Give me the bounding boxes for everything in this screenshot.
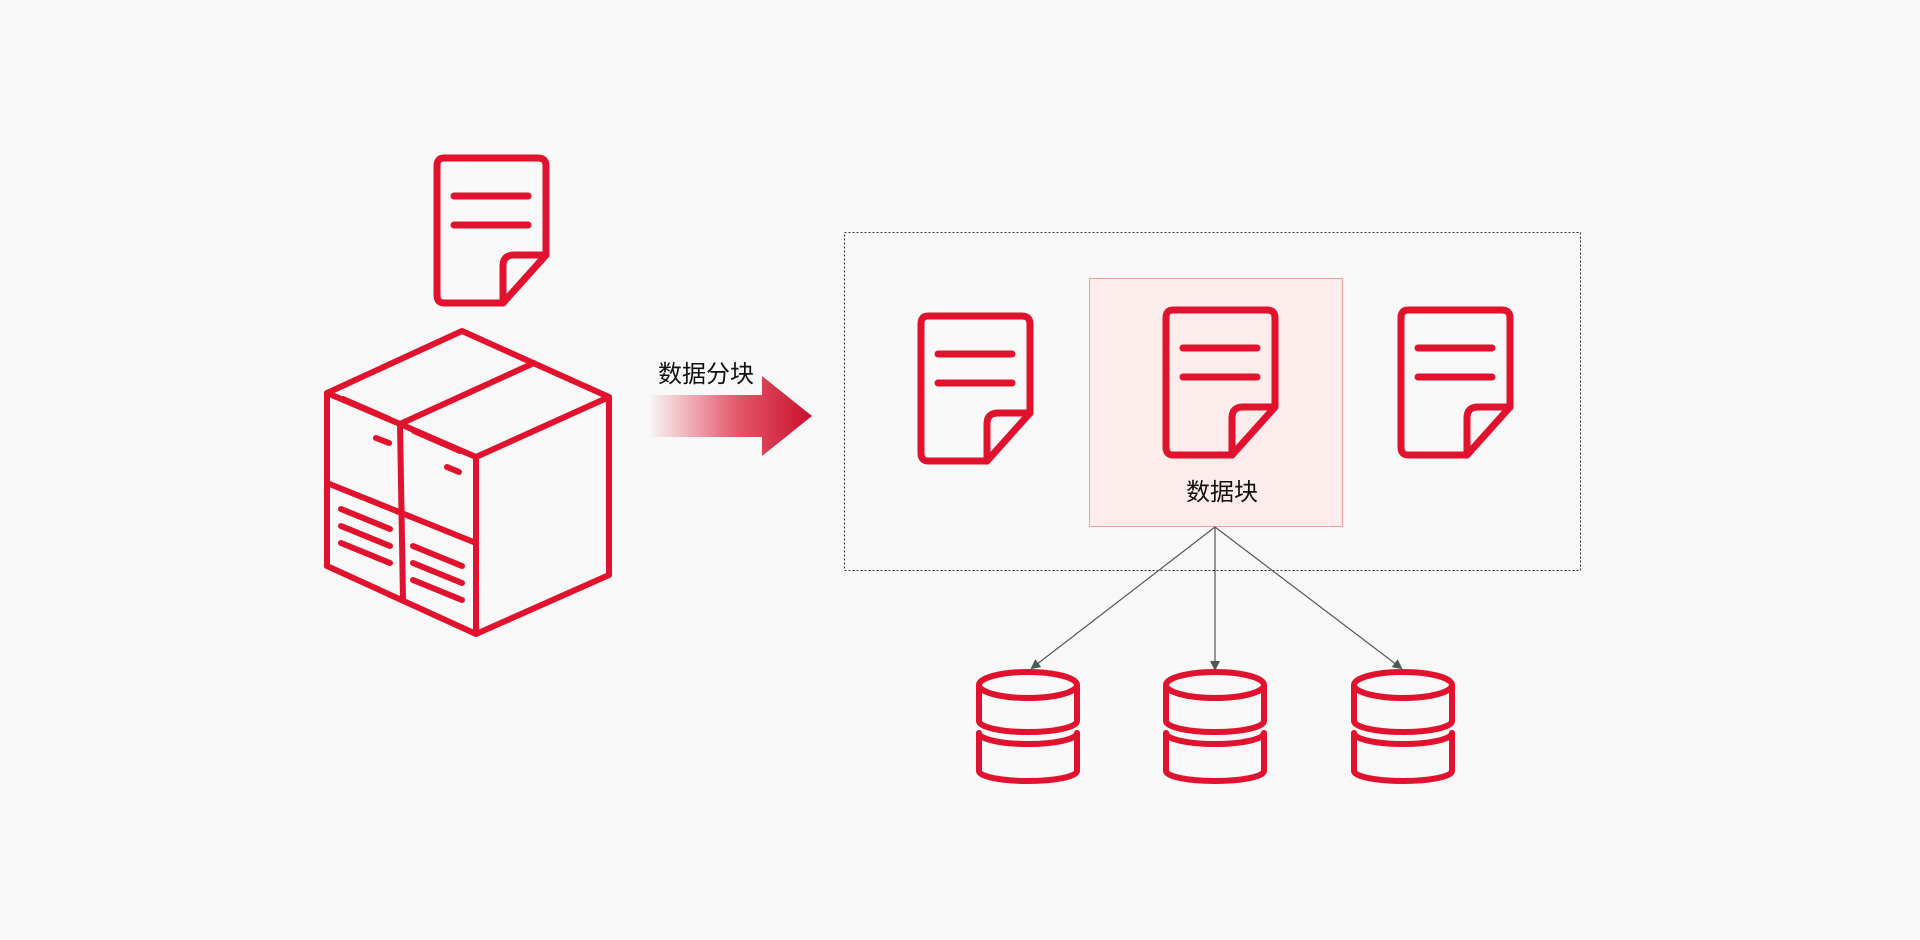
highlighted-block: [1089, 278, 1343, 527]
storage-cabinet-icon: [324, 328, 612, 637]
connector-1: [1030, 526, 1216, 670]
block-document-icon-3: [1397, 306, 1514, 459]
block-label: 数据块: [1186, 478, 1258, 506]
arrow-label: 数据分块: [658, 360, 754, 388]
blocks-container: [844, 232, 1581, 571]
database-icon-1: [976, 669, 1080, 784]
replication-connectors: [1030, 526, 1403, 671]
block-document-icon-2: [1162, 306, 1279, 459]
connector-3: [1214, 526, 1403, 670]
source-document-icon: [433, 154, 550, 307]
block-document-icon-1: [917, 312, 1034, 465]
chunking-arrow: [648, 376, 812, 456]
database-icon-3: [1351, 669, 1455, 784]
database-icon-2: [1163, 669, 1267, 784]
